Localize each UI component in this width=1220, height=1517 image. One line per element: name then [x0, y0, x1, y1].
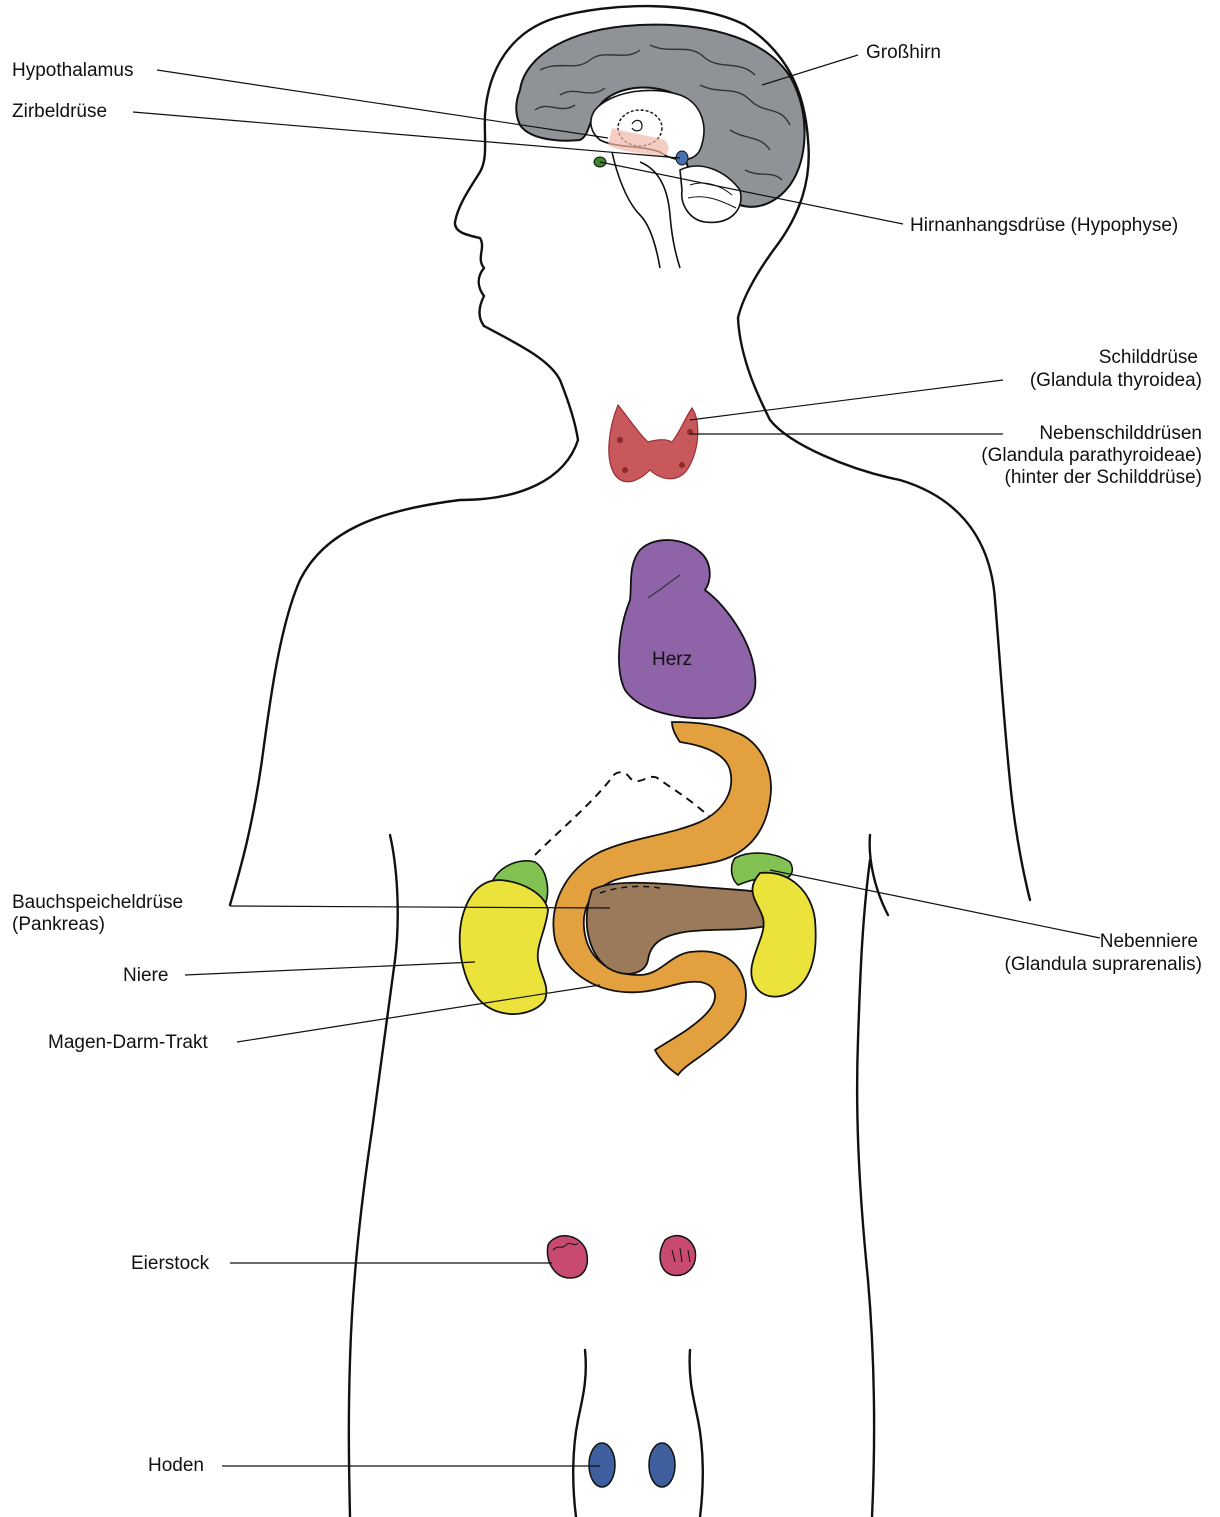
- label-nebenschilddruesen-note: (hinter der Schilddrüse): [1005, 467, 1202, 488]
- brain: [516, 25, 804, 268]
- testes: [589, 1443, 675, 1487]
- kidney: [460, 880, 548, 1014]
- testis: [589, 1443, 615, 1487]
- heart: [619, 540, 755, 718]
- leader-nebenniere: [770, 870, 1100, 938]
- label-hypophyse: Hirnanhangsdrüse (Hypophyse): [910, 215, 1178, 236]
- label-bauchspeicheldruese: Bauchspeicheldrüse: [12, 892, 183, 913]
- label-niere: Niere: [123, 965, 168, 986]
- label-nebenniere-latin: (Glandula suprarenalis): [1005, 954, 1203, 975]
- label-schilddruese: Schilddrüse: [1099, 347, 1198, 368]
- testis: [649, 1443, 675, 1487]
- ovaries: [547, 1236, 695, 1278]
- right-torso-outline: [857, 835, 888, 1517]
- brainstem: [612, 152, 680, 268]
- label-pankreas: (Pankreas): [12, 914, 105, 935]
- label-hoden: Hoden: [148, 1455, 204, 1476]
- label-eierstock: Eierstock: [131, 1253, 210, 1274]
- labels: Großhirn Hypothalamus Zirbeldrüse Hirnan…: [12, 42, 1202, 1476]
- left-kidney-group: [460, 861, 548, 1014]
- leader-schilddruese: [690, 380, 1003, 420]
- label-nebenschilddruesen: Nebenschilddrüsen: [1039, 423, 1202, 444]
- leader-niere: [185, 962, 475, 975]
- label-nebenschilddruesen-latin: (Glandula parathyroideae): [981, 445, 1202, 466]
- ovary: [660, 1236, 695, 1276]
- label-herz: Herz: [652, 649, 692, 670]
- parathyroid-gland: [617, 437, 623, 443]
- crotch-outline: [573, 1350, 703, 1517]
- kidney: [751, 873, 815, 997]
- label-magen-darm-trakt: Magen-Darm-Trakt: [48, 1032, 208, 1053]
- right-body-outline: [738, 318, 1030, 900]
- label-nebenniere: Nebenniere: [1100, 931, 1198, 952]
- label-zirbeldruese: Zirbeldrüse: [12, 101, 107, 122]
- leader-magen-darm: [237, 985, 600, 1042]
- leader-pankreas: [230, 906, 610, 908]
- parathyroid-gland: [679, 462, 685, 468]
- label-grosshirn: Großhirn: [866, 42, 941, 63]
- left-body-outline: [230, 326, 578, 905]
- ovary: [547, 1236, 587, 1278]
- left-torso-outline: [349, 835, 398, 1517]
- leader-lines: [133, 55, 1100, 1466]
- label-hypothalamus: Hypothalamus: [12, 60, 133, 81]
- thyroid: [609, 405, 698, 482]
- parathyroid-gland: [622, 467, 628, 473]
- label-schilddruese-latin: (Glandula thyroidea): [1030, 370, 1202, 391]
